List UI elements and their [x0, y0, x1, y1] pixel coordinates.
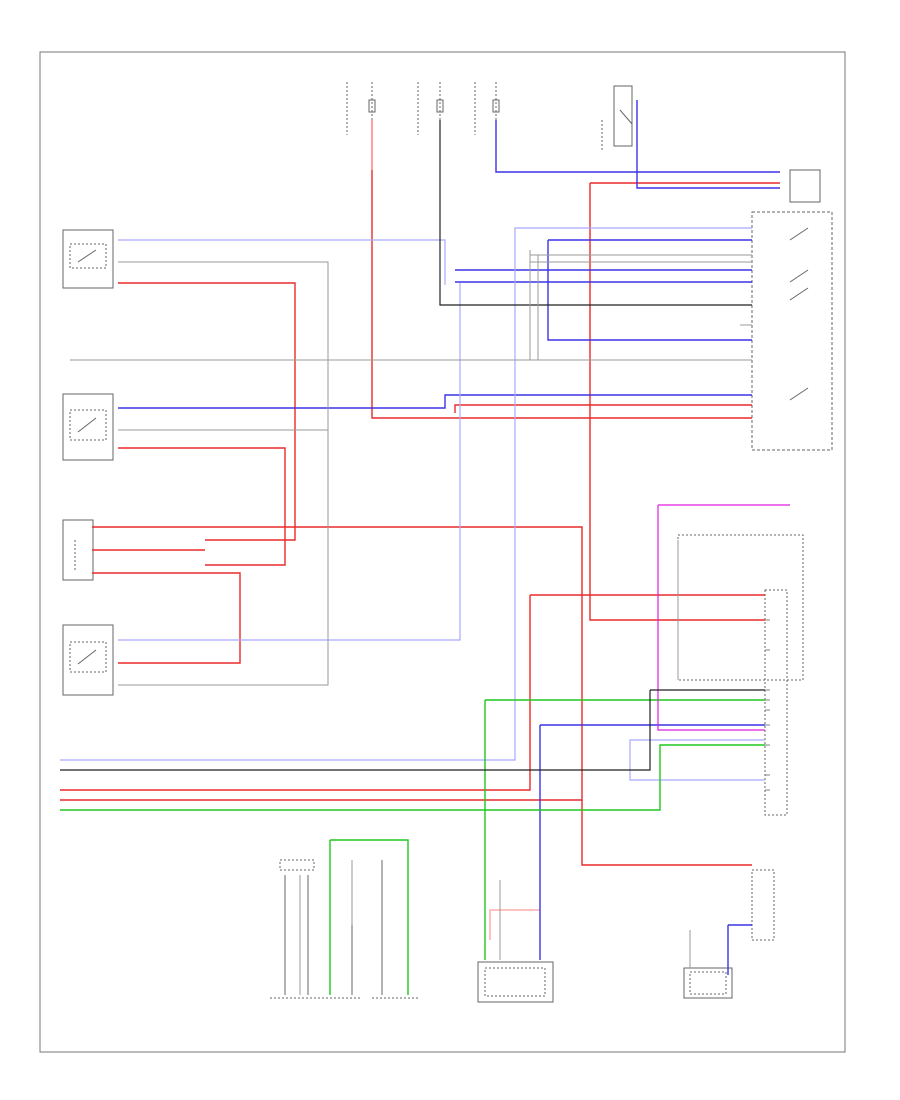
connector-strip	[764, 589, 788, 816]
relay-symbol	[613, 85, 633, 147]
wire-magenta	[657, 505, 765, 731]
switch-box-outline	[62, 229, 114, 289]
wire-black	[60, 690, 651, 771]
switch-contact	[77, 417, 97, 433]
wire-red	[371, 120, 752, 419]
switch-contact	[77, 249, 97, 263]
module-outline	[477, 961, 554, 1003]
wire-blue	[636, 100, 780, 189]
wire-black	[439, 120, 752, 306]
switch-contact	[77, 649, 97, 665]
left-door-switch	[62, 519, 94, 581]
wire-green	[60, 744, 765, 811]
rear-right-door-switch	[62, 393, 114, 461]
center-relay-block	[751, 169, 833, 451]
module-outline	[683, 967, 733, 999]
red-wires	[60, 120, 780, 866]
relay-contact	[789, 387, 809, 401]
rear-left-door-switch	[62, 624, 114, 696]
back-door-lock-unit	[477, 961, 554, 1003]
switch-box-outline	[62, 624, 114, 696]
relay-contact	[789, 269, 809, 283]
switch-box-inner	[69, 641, 107, 673]
relay-contact	[789, 287, 809, 301]
module-inner	[484, 967, 546, 997]
switch-box-inner	[69, 409, 107, 441]
connector-pins	[765, 619, 770, 791]
wire-red	[60, 595, 531, 791]
module-inner	[689, 971, 727, 995]
wire-gray	[118, 430, 329, 686]
light-red-wires	[371, 120, 540, 940]
multiplex-control-module	[677, 534, 804, 816]
wire-red	[589, 183, 765, 621]
light-blue-wires	[60, 227, 765, 781]
dark-wires	[60, 120, 765, 771]
diagram-frame	[39, 51, 846, 1053]
wire-blue	[118, 394, 752, 409]
relay-subbox	[789, 169, 821, 203]
relay-block-outline	[751, 211, 833, 451]
combination-meter	[270, 859, 360, 999]
wire-green	[330, 839, 409, 995]
wire-gray	[118, 261, 329, 431]
wire-light-blue	[118, 283, 461, 641]
magenta-wires	[657, 504, 790, 731]
wire-red	[60, 526, 583, 801]
wire-red	[454, 404, 752, 413]
switch-box-outline	[62, 519, 94, 581]
relay-contact	[619, 109, 633, 125]
fuse-symbol	[436, 99, 444, 113]
wire-red	[581, 800, 752, 866]
blue-wires	[118, 100, 780, 975]
wire-red	[118, 447, 286, 566]
wire-light-blue	[629, 739, 765, 760]
front-pass-door-lock-switch	[62, 229, 114, 289]
ambient-temp-sensor	[372, 860, 420, 999]
fuse-set-top	[346, 82, 633, 160]
fuse-symbol	[279, 859, 315, 871]
connector-strip	[751, 869, 775, 941]
fuse-symbol	[368, 99, 376, 113]
wire-light-red	[489, 909, 540, 940]
fuse-symbol	[492, 99, 500, 113]
wire-light-blue	[118, 239, 446, 285]
switch-box-inner	[69, 243, 107, 269]
gray-wires	[70, 250, 752, 995]
wire-red	[92, 572, 241, 664]
power-door-lock-motor	[683, 967, 733, 999]
relay-contact	[789, 227, 809, 241]
wire-light-blue	[629, 760, 765, 781]
power-door-lock-connector	[751, 869, 775, 941]
wire-light-blue	[60, 227, 752, 761]
wire-blue	[495, 120, 780, 173]
wire-blue	[547, 240, 752, 341]
module-outline	[677, 534, 804, 681]
wire-red	[118, 282, 296, 541]
switch-box-outline	[62, 393, 114, 461]
green-wires	[60, 699, 765, 995]
